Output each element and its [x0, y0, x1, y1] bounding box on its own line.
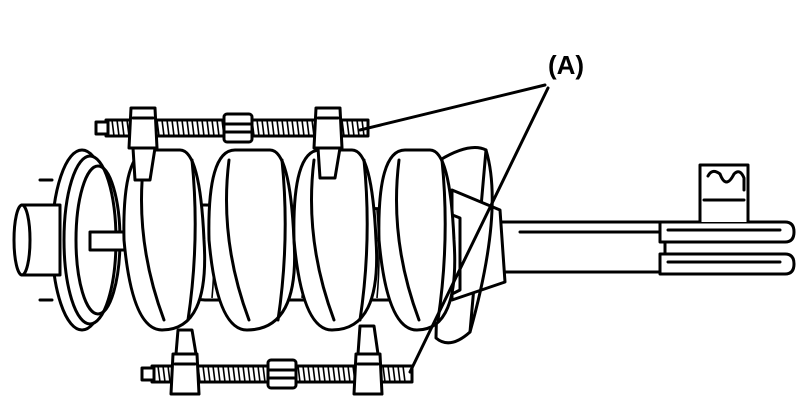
coil-spring: [122, 148, 457, 332]
spring-compressor-upper: [94, 106, 370, 182]
spring-compressor-lower: [140, 324, 414, 396]
callout-leader-lines: [358, 83, 550, 374]
piston-rod: [498, 220, 667, 274]
mounting-bracket: [658, 163, 796, 276]
callout-label-a: (A): [548, 50, 585, 80]
upper-strut-mount: [12, 148, 177, 332]
